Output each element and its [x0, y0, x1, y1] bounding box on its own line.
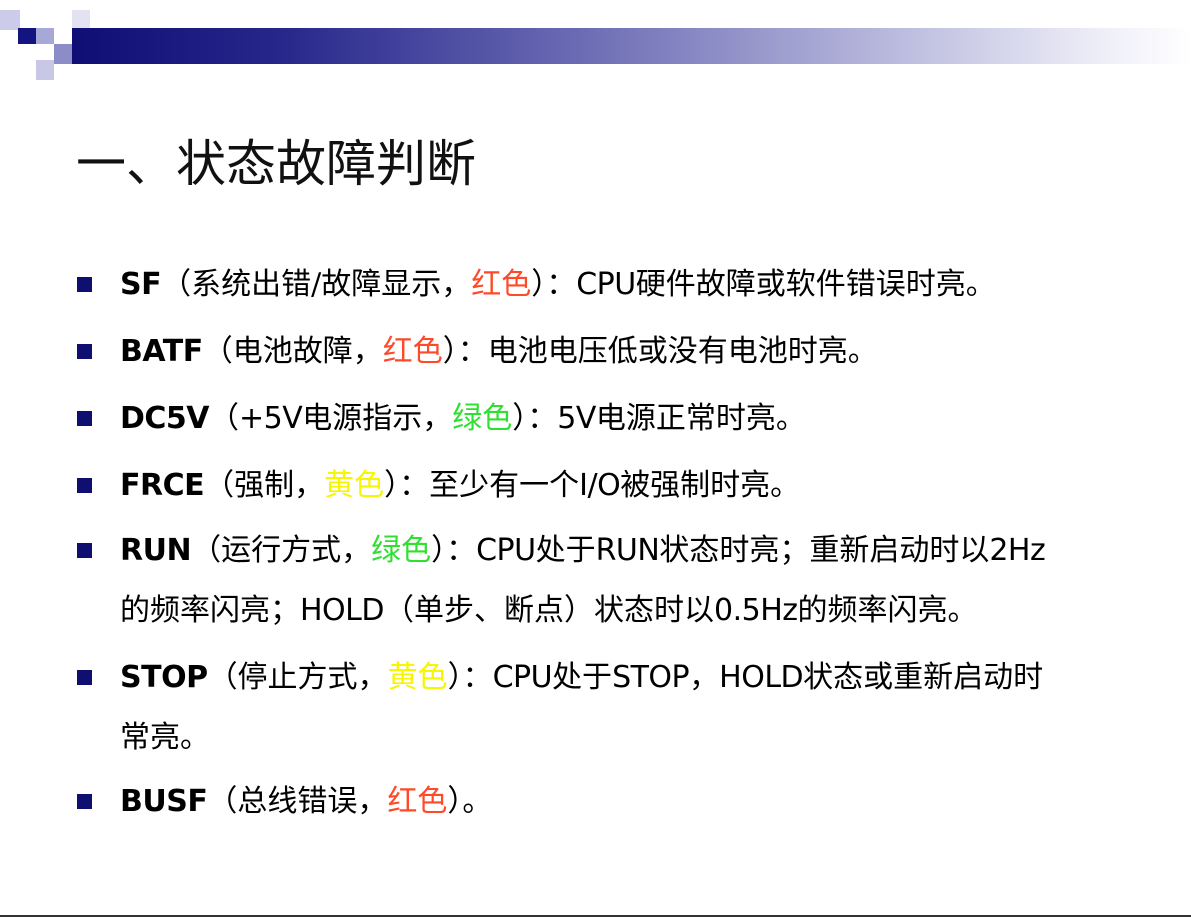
- item-text-latin: CPU: [493, 660, 553, 695]
- item-text: 被强制时亮。: [620, 468, 800, 503]
- list-item-sf: SF（系统出错/故障显示，红色）：CPU硬件故障或软件错误时亮。: [120, 255, 1188, 315]
- item-text: 常亮。: [120, 720, 210, 755]
- item-text: 电源正常时亮。: [596, 401, 806, 436]
- list-item-frce: FRCE（强制，黄色）：至少有一个I/O被强制时亮。: [120, 456, 1188, 516]
- item-text: 状态或重新启动时: [803, 660, 1043, 695]
- item-text: 至少有一个: [429, 468, 579, 503]
- indicator-code: BATF: [120, 334, 203, 369]
- list-item-run-continued: 的频率闪亮；HOLD（单步、断点）状态时以0.5Hz的频率闪亮。: [120, 581, 1188, 641]
- bullet-square-icon: [77, 543, 92, 558]
- item-text-latin: I/O: [579, 468, 620, 503]
- indicator-code: BUSF: [120, 784, 207, 819]
- color-label: 红色: [471, 267, 531, 302]
- item-text-latin: CPU: [476, 533, 536, 568]
- bullet-square-icon: [77, 411, 92, 426]
- desc-open: （: [209, 401, 239, 436]
- item-text-latin: HOLD: [300, 593, 384, 628]
- desc-open-latin: +5V: [239, 401, 302, 436]
- list-item-run: RUN（运行方式，绿色）：CPU处于RUN状态时亮；重新启动时以2Hz: [120, 521, 1188, 581]
- item-text-latin: RUN: [596, 533, 660, 568]
- bottom-divider: [0, 915, 1191, 917]
- desc-close: ）：: [431, 533, 476, 568]
- color-label: 黄色: [324, 468, 384, 503]
- bullet-square-icon: [77, 794, 92, 809]
- desc-open: （系统出错/故障显示，: [161, 267, 471, 302]
- indicator-code: STOP: [120, 660, 208, 695]
- list-item-stop: STOP（停止方式，黄色）：CPU处于STOP，HOLD状态或重新启动时: [120, 648, 1188, 708]
- list-item-stop-continued: 常亮。: [120, 708, 1188, 768]
- item-text: 电池电压低或没有电池时亮。: [488, 334, 878, 369]
- indicator-code: RUN: [120, 533, 191, 568]
- color-label: 黄色: [388, 660, 448, 695]
- bullet-square-icon: [77, 478, 92, 493]
- item-text: 处于: [552, 660, 612, 695]
- item-text: 处于: [536, 533, 596, 568]
- desc-open: （总线错误，: [207, 784, 387, 819]
- bullet-square-icon: [77, 670, 92, 685]
- indicator-code: FRCE: [120, 468, 204, 503]
- desc-close: ）：: [531, 267, 576, 302]
- desc-close: ）：: [384, 468, 429, 503]
- item-text: 状态时亮；重新启动时以: [659, 533, 989, 568]
- bullet-square-icon: [77, 277, 92, 292]
- item-text: 硬件故障或软件错误时亮。: [636, 267, 996, 302]
- desc-open-text: 电源指示，: [302, 401, 452, 436]
- item-text-latin: STOP: [612, 660, 689, 695]
- list-item-batf: BATF（电池故障，红色）：电池电压低或没有电池时亮。: [120, 322, 1188, 382]
- color-label: 绿色: [371, 533, 431, 568]
- color-label: 绿色: [452, 401, 512, 436]
- item-text-latin: CPU: [576, 267, 636, 302]
- item-text: 的频率闪亮。: [798, 593, 978, 628]
- desc-close: ）：: [512, 401, 557, 436]
- indicator-code: SF: [120, 267, 161, 302]
- list-item-dc5v: DC5V（+5V电源指示，绿色）：5V电源正常时亮。: [120, 389, 1188, 449]
- color-label: 红色: [383, 334, 443, 369]
- indicator-code: DC5V: [120, 401, 209, 436]
- desc-open: （停止方式，: [208, 660, 388, 695]
- item-text: ，: [689, 660, 719, 695]
- color-label: 红色: [387, 784, 447, 819]
- desc-open: （电池故障，: [203, 334, 383, 369]
- item-text-latin: 2Hz: [989, 533, 1045, 568]
- desc-open: （运行方式，: [191, 533, 371, 568]
- item-text-latin: 5V: [557, 401, 596, 436]
- item-text-latin: HOLD: [719, 660, 803, 695]
- desc-close: ）。: [447, 784, 492, 819]
- item-text: （单步、断点）状态时以: [384, 593, 714, 628]
- desc-close: ）：: [443, 334, 488, 369]
- item-text: 的频率闪亮；: [120, 593, 300, 628]
- bullet-square-icon: [77, 344, 92, 359]
- desc-open: （强制，: [204, 468, 324, 503]
- list-item-busf: BUSF（总线错误，红色）。: [120, 772, 1188, 832]
- item-text-latin: 0.5Hz: [714, 593, 798, 628]
- desc-close: ）：: [448, 660, 493, 695]
